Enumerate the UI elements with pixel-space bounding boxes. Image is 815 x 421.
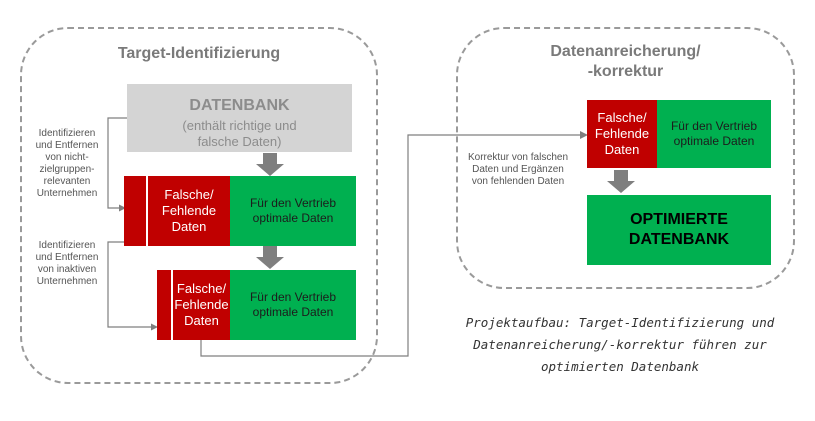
annotation-step1: Identifizieren und Entfernen von nicht-z…	[35, 128, 99, 199]
target-identification-group	[20, 27, 378, 384]
cut-marker-2	[171, 270, 173, 340]
missing-data-box-3: Falsche/ Fehlende Daten	[587, 100, 657, 168]
database-title: DATENBANK	[189, 97, 290, 114]
removed-segment-2	[157, 270, 171, 340]
down-arrow-icon	[256, 246, 284, 269]
missing-data-box-2: Falsche/ Fehlende Daten	[173, 270, 230, 340]
optimized-database-box: OPTIMIERTE DATENBANK	[587, 195, 771, 265]
connector-line-to-enrichment	[200, 134, 584, 357]
data-enrichment-title-line1: Datenanreicherung/	[550, 43, 701, 60]
optimized-database-line1: OPTIMIERTE	[630, 211, 728, 228]
connector-arrowhead-step1	[119, 204, 126, 212]
caption-line2: Datenanreicherung/-korrektur führen zur	[473, 337, 767, 352]
data-enrichment-title-line2: -korrektur	[587, 63, 664, 80]
optimized-database-line2: DATENBANK	[628, 231, 730, 248]
target-identification-title: Target-Identifizierung	[117, 45, 281, 62]
connector-line-step1	[107, 117, 127, 209]
connector-arrowhead-enrichment	[580, 131, 588, 139]
optimal-data-box-1: Für den Vertrieb optimale Daten	[230, 176, 356, 246]
annotation-correction: Korrektur von falschen Daten und Ergänze…	[467, 152, 569, 187]
removed-segment-1	[124, 176, 146, 246]
optimal-data-box-3: Für den Vertrieb optimale Daten	[657, 100, 771, 168]
down-arrow-icon	[607, 170, 635, 193]
figure-caption: Projektaufbau: Target-Identifizierung un…	[440, 312, 800, 378]
down-arrow-icon	[256, 153, 284, 176]
database-subtitle: (enthält richtige und falsche Daten)	[182, 118, 297, 149]
data-enrichment-title: Datenanreicherung/ -korrektur	[456, 42, 795, 82]
missing-data-box-1: Falsche/ Fehlende Daten	[148, 176, 230, 246]
caption-line1: Projektaufbau: Target-Identifizierung un…	[465, 315, 775, 330]
cut-marker-1	[146, 176, 148, 246]
connector-line-step2	[107, 241, 155, 328]
connector-arrowhead-step2	[151, 323, 158, 331]
optimal-data-box-2: Für den Vertrieb optimale Daten	[230, 270, 356, 340]
caption-line3: optimierten Datenbank	[540, 359, 700, 374]
database-box: DATENBANK (enthält richtige und falsche …	[127, 84, 352, 152]
annotation-step2: Identifizieren und Entfernen von inaktiv…	[35, 240, 99, 287]
data-enrichment-group	[456, 27, 795, 289]
